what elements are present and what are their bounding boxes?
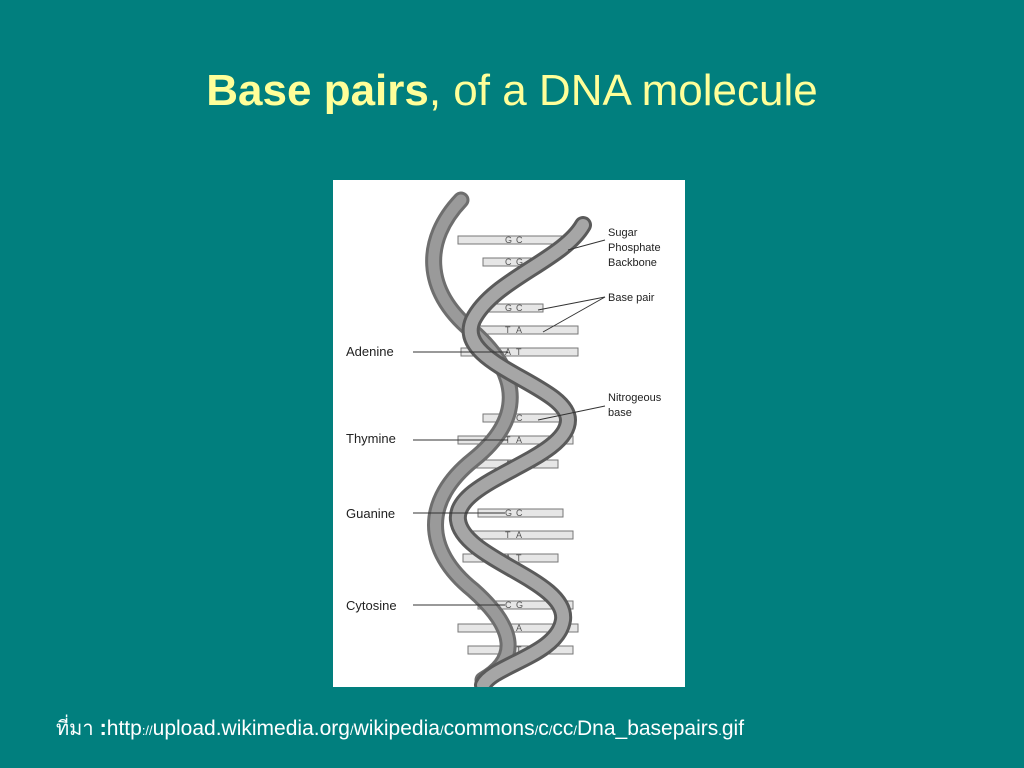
- base-letter: T: [516, 347, 522, 357]
- base-letter: C: [516, 303, 523, 313]
- slide-title: Base pairs, of a DNA molecule: [0, 66, 1024, 116]
- source-url-part: upload.wikimedia.org: [152, 717, 350, 740]
- source-label: ที่มา: [56, 716, 94, 740]
- source-url-sep: /: [548, 723, 553, 738]
- title-bold: Base pairs: [206, 66, 429, 115]
- source-url-sep: /: [349, 723, 354, 738]
- base-letter: A: [516, 530, 522, 540]
- label-nitrogeous-2: base: [608, 407, 632, 419]
- base-letter: T: [505, 530, 511, 540]
- base-letter: A: [516, 623, 522, 633]
- base-letter: T: [516, 645, 522, 655]
- base-letter: G: [505, 508, 512, 518]
- label-cytosine: Cytosine: [346, 598, 397, 613]
- base-pair-rung: [457, 623, 579, 633]
- base-letter: C: [505, 257, 512, 267]
- source-citation: ที่มา :http://upload.wikimedia.org/wikip…: [56, 712, 744, 744]
- source-colon: :: [99, 715, 107, 740]
- source-url-sep: .: [718, 723, 722, 738]
- base-letter: G: [505, 303, 512, 313]
- base-letter: A: [516, 325, 522, 335]
- label-nitrogeous-1: Nitrogeous: [608, 392, 662, 404]
- base-letter: G: [516, 600, 523, 610]
- base-letter: G: [505, 235, 512, 245]
- base-letter: C: [516, 235, 523, 245]
- base-letter: C: [505, 600, 512, 610]
- source-url-part: commons: [443, 717, 535, 740]
- source-url-part: gif: [721, 717, 745, 740]
- source-url-part: c: [538, 717, 549, 740]
- base-pair-rung: [482, 413, 564, 423]
- base-letter: T: [516, 553, 522, 563]
- label-backbone-2: Phosphate: [608, 242, 661, 254]
- source-url-sep: ://: [141, 723, 153, 738]
- source-url-sep: /: [534, 723, 539, 738]
- source-url-part: wikipedia: [353, 717, 440, 740]
- source-url-sep: /: [573, 723, 577, 738]
- label-backbone-1: Sugar: [608, 227, 638, 239]
- source-url-part: Dna_basepairs: [576, 717, 719, 740]
- base-letter: T: [505, 325, 511, 335]
- base-letter: A: [516, 435, 522, 445]
- label-adenine: Adenine: [346, 344, 394, 359]
- label-base-pair: Base pair: [608, 292, 655, 304]
- base-letter: C: [516, 413, 523, 423]
- label-backbone-3: Backbone: [608, 257, 657, 269]
- label-thymine: Thymine: [346, 431, 396, 446]
- label-guanine: Guanine: [346, 506, 395, 521]
- source-url-part: cc: [552, 717, 574, 740]
- base-letter: G: [516, 257, 523, 267]
- source-url-sep: /: [439, 723, 444, 738]
- source-url-part: http: [106, 717, 142, 740]
- title-rest: , of a DNA molecule: [428, 66, 818, 115]
- base-letter: A: [505, 347, 511, 357]
- base-letter: C: [516, 508, 523, 518]
